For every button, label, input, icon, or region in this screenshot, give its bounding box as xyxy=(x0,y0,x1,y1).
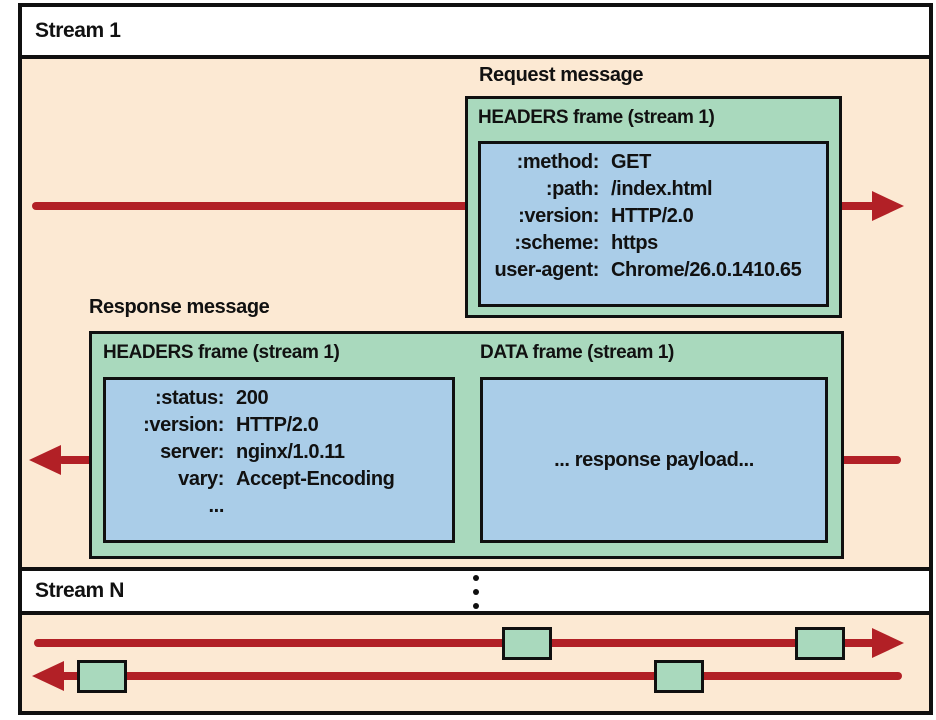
header-field-row: :version: HTTP/2.0 xyxy=(106,412,452,439)
header-field-name: vary: xyxy=(178,468,224,490)
header-field-row: :version: HTTP/2.0 xyxy=(481,203,826,230)
header-field-value xyxy=(236,493,452,520)
header-field-row: ... xyxy=(106,493,452,520)
header-field-row: vary: Accept-Encoding xyxy=(106,466,452,493)
streamN-response-arrow-head-icon xyxy=(32,661,64,691)
connection-box: Stream 1 Request message HEADERS frame (… xyxy=(18,3,933,715)
response-arrow-head-icon xyxy=(29,445,61,475)
request-headers-list: :method: GET :path: /index.html :version… xyxy=(478,141,829,307)
header-field-value: Accept-Encoding xyxy=(236,468,395,490)
response-data-frame-title: DATA frame (stream 1) xyxy=(480,342,674,363)
frame-chip xyxy=(77,660,127,693)
vertical-ellipsis-icon xyxy=(473,575,479,609)
request-arrow-head-icon xyxy=(872,191,904,221)
frame-chip xyxy=(795,627,845,660)
header-field-value: HTTP/2.0 xyxy=(236,414,319,436)
response-headers-frame-title: HEADERS frame (stream 1) xyxy=(103,342,340,363)
header-field-name: :path: xyxy=(545,178,600,200)
response-payload-text: ... response payload... xyxy=(554,448,754,471)
response-frames-group: HEADERS frame (stream 1) DATA frame (str… xyxy=(89,331,844,559)
header-field-name: :scheme: xyxy=(514,232,599,254)
header-field-value: HTTP/2.0 xyxy=(611,205,694,227)
request-headers-frame-title: HEADERS frame (stream 1) xyxy=(478,107,715,128)
header-field-value: 200 xyxy=(236,387,269,409)
header-field-name: :method: xyxy=(516,151,600,173)
response-data-payload-box: ... response payload... xyxy=(480,377,828,543)
header-field-name: :status: xyxy=(154,387,224,409)
request-arrow-line xyxy=(32,202,878,210)
streamN-response-arrow-line xyxy=(60,672,902,680)
header-field-row: server: nginx/1.0.11 xyxy=(106,439,452,466)
header-field-name: :version: xyxy=(518,205,599,227)
header-field-value: https xyxy=(611,232,658,254)
request-headers-frame: HEADERS frame (stream 1) :method: GET :p… xyxy=(465,96,842,318)
header-field-name: server: xyxy=(160,441,224,463)
streamN-title: Stream N xyxy=(35,579,125,602)
header-field-value: /index.html xyxy=(611,178,713,200)
header-field-row: :scheme: https xyxy=(481,230,826,257)
header-field-value: Chrome/26.0.1410.65 xyxy=(611,259,802,281)
header-field-value: GET xyxy=(611,151,651,173)
header-field-row: :path: /index.html xyxy=(481,176,826,203)
response-headers-list: :status: 200 :version: HTTP/2.0 server: … xyxy=(103,377,455,543)
header-field-value: nginx/1.0.11 xyxy=(236,441,345,463)
frame-chip xyxy=(654,660,704,693)
header-field-row: :method: GET xyxy=(481,149,826,176)
header-field-name: ... xyxy=(208,495,225,517)
response-message-label: Response message xyxy=(89,296,270,318)
streamN-request-arrow-head-icon xyxy=(872,628,904,658)
header-field-name: :version: xyxy=(143,414,224,436)
stream1-lane: Request message HEADERS frame (stream 1)… xyxy=(22,59,929,571)
header-field-row: :status: 200 xyxy=(106,385,452,412)
streamN-lane xyxy=(22,615,929,711)
header-field-row: user-agent: Chrome/26.0.1410.65 xyxy=(481,257,826,284)
stream1-title: Stream 1 xyxy=(35,19,121,42)
streamN-title-bar: Stream N xyxy=(22,571,929,615)
streamN-request-arrow-line xyxy=(34,639,876,647)
stream1-title-bar: Stream 1 xyxy=(22,7,929,59)
header-field-name: user-agent: xyxy=(494,259,599,281)
request-message-label: Request message xyxy=(479,64,644,86)
frame-chip xyxy=(502,627,552,660)
